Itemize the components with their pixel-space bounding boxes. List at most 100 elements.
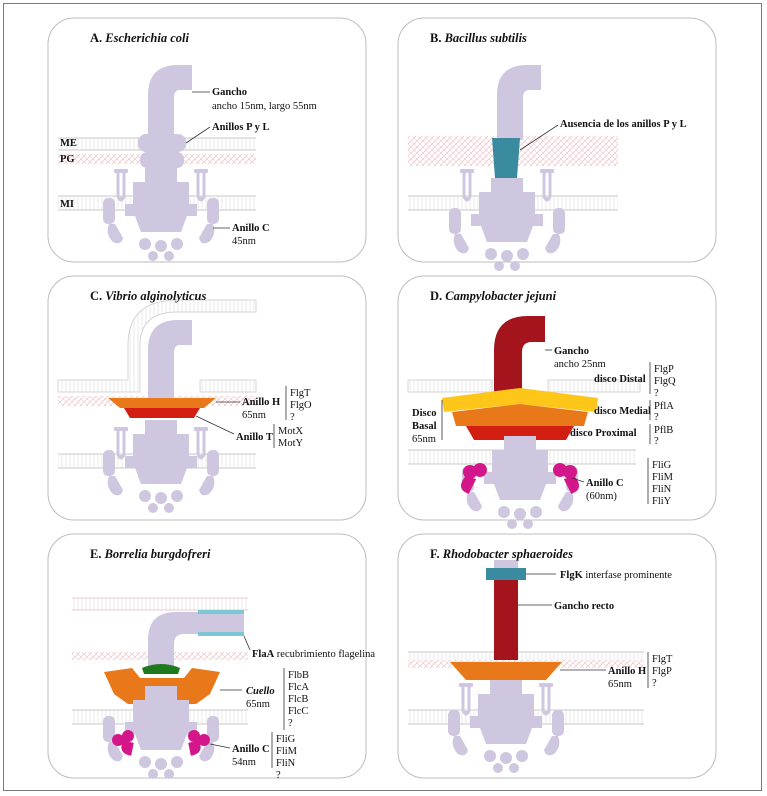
panel-e-outer-membrane [72, 598, 248, 610]
panel-e-collar-label: Cuello [246, 686, 275, 697]
panel-e-c-protein: FliM [276, 746, 298, 757]
panel-e-collar-size: 65nm [246, 699, 270, 710]
panel-a-letter: A. [90, 31, 102, 45]
panel-d-distal-protein: ? [654, 388, 659, 399]
panel-f-letter: F. [430, 547, 440, 561]
panel-c-h-protein: FlgT [290, 388, 311, 399]
panel-e-species: Borrelia burgdofreri [104, 547, 211, 561]
panel-a-rings-pl-label: Anillos P y L [212, 122, 269, 133]
panel-a-c-ring-label: Anillo C [232, 223, 270, 234]
panel-d-distal-protein: FlgQ [654, 376, 676, 387]
panel-e-letter: E. [90, 547, 101, 561]
panel-f-h-protein: ? [652, 678, 657, 689]
panel-a-species: Escherichia coli [104, 31, 189, 45]
panel-a-mi-label: MI [60, 199, 74, 210]
panel-d-hook-label: Gancho [554, 346, 589, 357]
panel-e-collar-protein: FlbB [288, 670, 309, 681]
panel-d-c-ring-label: Anillo C [586, 478, 624, 489]
panel-f: F. Rhodobacter sphaeroides FlgK interfas… [398, 534, 716, 778]
panel-d-c-protein: FliN [652, 484, 672, 495]
panel-e-c-ring-label: Anillo C [232, 744, 270, 755]
panel-a-hook-size: ancho 15nm, largo 55nm [212, 101, 317, 112]
svg-text:A. Escherichia coli: A. Escherichia coli [90, 31, 189, 45]
panel-d-medial-label: disco Medial [594, 406, 651, 417]
panel-e-collar-protein: FlcC [288, 706, 308, 717]
panel-f-species: Rhodobacter sphaeroides [442, 547, 573, 561]
panel-d-proximal-protein: ? [654, 436, 659, 447]
panel-e-collar-protein: FlcA [288, 682, 309, 693]
panel-c: C. Vibrio alginolyticus Anillo H 65nm Fl… [48, 276, 366, 520]
panel-f-filament-tip [494, 560, 518, 568]
panel-c-h-protein: ? [290, 412, 295, 423]
panel-c-t-ring [124, 408, 200, 418]
panel-a-me-label: ME [60, 138, 77, 149]
panel-c-t-ring-label: Anillo T [236, 432, 273, 443]
panel-d-species: Campylobacter jejuni [445, 289, 556, 303]
panel-e-flaa-desc: recubrimiento flagelina [277, 649, 376, 660]
panel-d-c-ring-size: (60nm) [586, 491, 617, 502]
svg-text:FlgK interfase prominente: FlgK interfase prominente [560, 570, 672, 581]
svg-text:E. Borrelia burgdofreri: E. Borrelia burgdofreri [90, 547, 211, 561]
panel-a-hook-label: Gancho [212, 87, 247, 98]
panel-a-pg-label: PG [60, 154, 75, 165]
panel-a-l-ring [138, 134, 186, 152]
panel-c-h-ring [108, 398, 216, 408]
panel-c-t-protein: MotX [278, 426, 304, 437]
panel-c-h-ring-size: 65nm [242, 410, 266, 421]
panel-f-flgk-desc: interfase prominente [585, 570, 672, 581]
panel-d-hook-size: ancho 25nm [554, 359, 606, 370]
panel-f-h-ring-label: Anillo H [608, 666, 646, 677]
panel-a: A. Escherichia coli Gancho ancho 15nm, l… [48, 18, 366, 262]
panel-d-letter: D. [430, 289, 442, 303]
panel-e-collar-protein: FlcB [288, 694, 308, 705]
panel-b-species: Bacillus subtilis [444, 31, 527, 45]
svg-text:D. Campylobacter jejuni: D. Campylobacter jejuni [430, 289, 557, 303]
panel-d-basal-label: Disco [412, 408, 437, 419]
panel-c-species: Vibrio alginolyticus [105, 289, 206, 303]
panel-f-h-ring [450, 662, 562, 680]
svg-text:F. Rhodobacter sphaeroides: F. Rhodobacter sphaeroides [430, 547, 573, 561]
panel-d-distal-label: disco Distal [594, 374, 646, 385]
panel-f-outer-membrane [408, 652, 644, 660]
panel-d-basal-size: 65nm [412, 434, 436, 445]
panel-e-c-protein: FliN [276, 758, 296, 769]
panel-e-c-ring-size: 54nm [232, 757, 256, 768]
panel-c-letter: C. [90, 289, 102, 303]
panel-d-proximal-protein: PflB [654, 425, 673, 436]
svg-text:C. Vibrio alginolyticus: C. Vibrio alginolyticus [90, 289, 206, 303]
panel-d-medial-protein: ? [654, 412, 659, 423]
panel-f-straight-hook [494, 580, 518, 660]
panel-d-c-protein: FliM [652, 472, 674, 483]
panel-d: D. Campylobacter jejuni Gancho ancho 25n… [398, 276, 716, 529]
panel-f-flgk [486, 568, 526, 580]
panel-c-h-ring-label: Anillo H [242, 397, 280, 408]
panel-f-straight-hook-label: Gancho recto [554, 601, 614, 612]
svg-text:FlaA recubrimiento flagelina: FlaA recubrimiento flagelina [252, 649, 375, 660]
panel-d-proximal-label: disco Proximal [570, 428, 637, 439]
panel-b: B. Bacillus subtilis Ausencia de los ani… [398, 18, 716, 271]
panel-e-flaa-sheath [198, 610, 244, 636]
panel-f-h-ring-size: 65nm [608, 679, 632, 690]
panel-e-c-protein: ? [276, 770, 281, 781]
panel-d-distal-protein: FlgP [654, 364, 674, 375]
panel-b-absence-label: Ausencia de los anillos P y L [560, 119, 687, 130]
panel-b-letter: B. [430, 31, 441, 45]
panel-f-h-protein: FlgT [652, 654, 673, 665]
panel-c-h-protein: FlgO [290, 400, 312, 411]
svg-text:B. Bacillus subtilis: B. Bacillus subtilis [430, 31, 527, 45]
panel-a-c-ring-size: 45nm [232, 236, 256, 247]
panel-d-medial-protein: PflA [654, 401, 674, 412]
panel-d-c-protein: FliY [652, 496, 672, 507]
panel-f-flgk-label: FlgK [560, 570, 584, 581]
panel-e-c-protein: FliG [276, 734, 296, 745]
panel-e-flaa-label: FlaA [252, 649, 275, 660]
panel-c-t-protein: MotY [278, 438, 304, 449]
panel-d-c-protein: FliG [652, 460, 672, 471]
panel-f-h-protein: FlgP [652, 666, 672, 677]
panel-e-collar-protein: ? [288, 718, 293, 729]
panel-e: E. Borrelia burgdofreri FlaA recubrimien… [48, 534, 375, 781]
panel-d-basal-label: Basal [412, 421, 437, 432]
panel-b-teal-rod [492, 138, 520, 178]
panel-a-p-ring [140, 152, 184, 168]
